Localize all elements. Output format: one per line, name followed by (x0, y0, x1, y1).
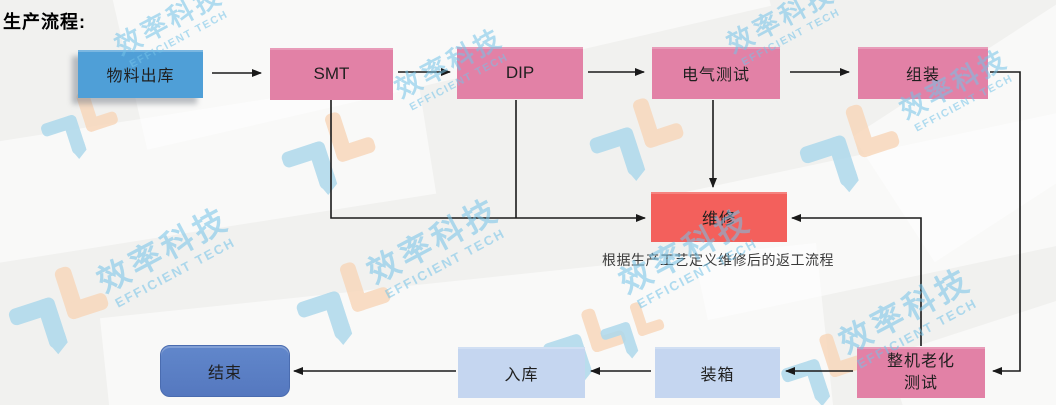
repair-rework-note: 根据生产工艺定义维修后的返工流程 (602, 252, 834, 268)
flow-node-aging-test: 整机老化测试 (857, 347, 985, 398)
node-label: 物料出库 (106, 68, 175, 85)
page-title: 生产流程: (3, 12, 86, 32)
flow-node-end: 结束 (160, 345, 290, 397)
watermark-cn: 效率科技 (361, 191, 506, 291)
flow-node-warehouse-in: 入库 (458, 347, 585, 398)
node-label: 结束 (207, 365, 242, 382)
flow-node-electrical-test: 电气测试 (652, 47, 780, 99)
efficient-tech-logo-icon (8, 266, 109, 355)
flow-node-packing: 装箱 (655, 347, 780, 398)
node-label: DIP (505, 63, 535, 82)
node-label: SMT (313, 64, 350, 83)
node-label: 整机老化测试 (886, 352, 955, 392)
node-label: 维修 (701, 211, 736, 228)
watermark-en: EFFICIENT TECH (112, 234, 238, 311)
node-label: 电气测试 (681, 67, 750, 84)
efficient-tech-logo-icon (589, 98, 684, 181)
flow-node-repair: 维修 (651, 192, 787, 242)
flow-node-assembly: 组装 (858, 47, 988, 99)
flow-node-material-out: 物料出库 (78, 50, 203, 98)
flow-node-smt: SMT (270, 48, 393, 100)
node-label: 装箱 (700, 366, 735, 384)
flow-node-dip: DIP (457, 47, 583, 99)
node-label: 入库 (504, 366, 539, 384)
node-label: 组装 (905, 67, 940, 84)
